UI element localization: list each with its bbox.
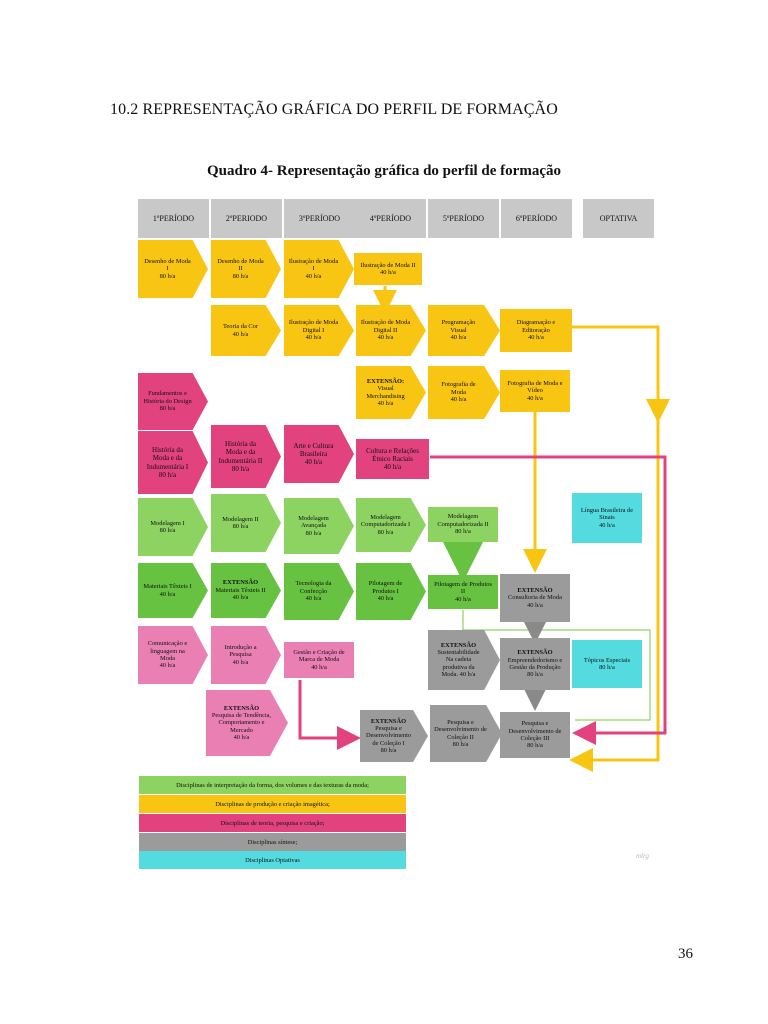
header-optativa: OPTATIVA — [583, 199, 654, 238]
box-modelagem-comp-1: Modelagem Computadorizada I 80 h/a — [356, 498, 426, 552]
legend-teoria: Disciplinas de teoria, pesquisa e criaçã… — [139, 814, 406, 832]
box-desenho-moda-1: Desenho de Moda I 80 h/a — [138, 240, 208, 298]
extension-label: EXTENSÃO — [222, 579, 259, 587]
box-pilotagem-1: Pilotagem de Produtos I 40 h/a — [356, 563, 426, 620]
box-ext-consultoria: EXTENSÃO Consultoria de Moda 40 h/a — [500, 574, 570, 622]
box-text: Visual Merchandising 40 h/a — [366, 385, 405, 407]
box-libras: Língua Brasileira de Sinais 40 h/a — [572, 493, 642, 543]
box-comunicacao: Comunicação e linguagem na Moda 40 h/a — [138, 626, 208, 684]
box-gestao-marca: Gestão e Criação de Marca de Moda 40 h/a — [284, 642, 354, 678]
box-colecao-2: Pesquisa e Desenvolvimento de Coleção II… — [430, 705, 502, 762]
box-ilustracao-moda-1: Ilustração de Moda I 40 h/a — [284, 240, 354, 298]
box-ext-pesquisa-tendencia: EXTENSÃO Pesquisa de Tendência, Comporta… — [206, 690, 288, 756]
box-materiais-texteis-1: Materiais Têxteis I 40 h/a — [138, 563, 208, 618]
header-period-2: 2ºPERIODO — [211, 199, 282, 238]
box-fotografia-video: Fotografia de Moda e Vídeo 40 h/a — [500, 370, 570, 412]
box-ilustracao-moda-2: Ilustração de Moda II 40 h/a — [354, 253, 422, 285]
box-historia-moda-2: História da Moda e da Indumentária II 80… — [211, 425, 281, 488]
box-tecnologia-confeccao: Tecnologia da Confecção 40 h/a — [284, 563, 354, 620]
box-programacao-visual: Programação Visual 40 h/a — [428, 305, 500, 356]
legend-optativas: Disciplinas Optativas — [139, 851, 406, 869]
legend-sintese: Disciplinas síntese; — [139, 833, 406, 851]
box-colecao-3: Pesquisa e Desenvolvimento de Coleção II… — [500, 712, 570, 758]
box-ilustracao-digital-1: Ilustração de Moda Digital I 40 h/a — [284, 305, 354, 356]
extension-label: EXTENSÃO — [440, 641, 477, 649]
box-historia-moda-1: História da Moda e da Indumentária I 80 … — [138, 431, 208, 494]
box-desenho-moda-2: Desenho de Moda II 80 h/a — [211, 240, 281, 298]
extension-label: EXTENSÃO: — [366, 377, 405, 385]
extension-label: EXTENSÃO — [223, 704, 260, 712]
box-diagramacao: Diagramação e Editoração 40 h/a — [500, 309, 572, 352]
box-cultura-relacoes: Cultura e Relações Étnico Raciais 40 h/a — [356, 439, 429, 479]
box-text: Pesquisa de Tendência, Comportamento e M… — [211, 711, 272, 742]
box-ext-visual-merchandising: EXTENSÃO: Visual Merchandising 40 h/a — [356, 366, 426, 419]
box-modelagem-avancada: Modelagem Avançada 80 h/a — [284, 498, 354, 554]
legend-producao: Disciplinas de produção e criação imagét… — [139, 795, 406, 813]
box-text: Materiais Têxteis II 40 h/a — [215, 586, 266, 602]
box-text: Sustentabilidade Na cadeia produtiva da … — [437, 648, 480, 679]
header-period-4: 4ºPERÍODO — [355, 199, 426, 238]
extension-label: EXTENSÃO — [370, 717, 407, 725]
box-pilotagem-2: Pilotagem de Produtos II 40 h/a — [428, 575, 498, 609]
box-fundamentos-design: Fundamentos e História do Design 80 h/a — [138, 373, 208, 430]
box-modelagem-2: Modelagem II 80 h/a — [211, 494, 281, 552]
figure-title: Quadro 4- Representação gráfica do perfi… — [207, 163, 561, 179]
header-period-5: 5ºPERÍODO — [428, 199, 499, 238]
header-period-3: 3ºPERÍODO — [284, 199, 355, 238]
box-modelagem-1: Modelagem I 80 h/a — [138, 498, 208, 556]
extension-label: EXTENSÃO — [517, 649, 553, 657]
box-introducao-pesquisa: Introdução a Pesquisa 40 h/a — [211, 626, 281, 684]
box-ext-empreendedorismo: EXTENSÃO Empreendedorismo e Gestão da Pr… — [500, 638, 570, 690]
box-text: Consultoria de Moda 40 h/a — [508, 594, 562, 609]
header-period-1: 1ºPERÍODO — [138, 199, 209, 238]
box-text: Empreendedorismo e Gestão da Produção 80… — [507, 656, 563, 679]
box-arte-cultura: Arte e Cultura Brasileira 40 h/a — [284, 425, 354, 483]
legend-interpretacao: Disciplinas de interpretação da forma, d… — [139, 776, 406, 794]
box-ext-sustentabilidade: EXTENSÃO Sustentabilidade Na cadeia prod… — [428, 630, 500, 690]
header-period-6: 6ºPERÍODO — [501, 199, 572, 238]
box-teoria-cor: Teoria da Cor 40 h/a — [211, 305, 281, 356]
section-title: 10.2 REPRESENTAÇÃO GRÁFICA DO PERFIL DE … — [110, 101, 558, 118]
box-fotografia-moda: Fotografia de Moda 40 h/a — [428, 366, 500, 419]
extension-label: EXTENSÃO — [517, 586, 553, 594]
box-ilustracao-digital-2: Ilustração de Moda Digital II 40 h/a — [356, 305, 426, 356]
signature: mlrg — [636, 852, 649, 860]
box-modelagem-comp-2: Modelagem Computadorizada II 80 h/a — [428, 507, 498, 542]
box-text: Pesquisa e Desenvolvimento de Coleção I … — [365, 724, 412, 755]
page-number: 36 — [678, 946, 693, 962]
box-topicos-especiais: Tópicos Especiais 80 h/a — [572, 640, 642, 688]
box-ext-colecao-1: EXTENSÃO Pesquisa e Desenvolvimento de C… — [360, 710, 428, 762]
box-ext-materiais-texteis-2: EXTENSÃO Materiais Têxteis II 40 h/a — [211, 563, 281, 618]
